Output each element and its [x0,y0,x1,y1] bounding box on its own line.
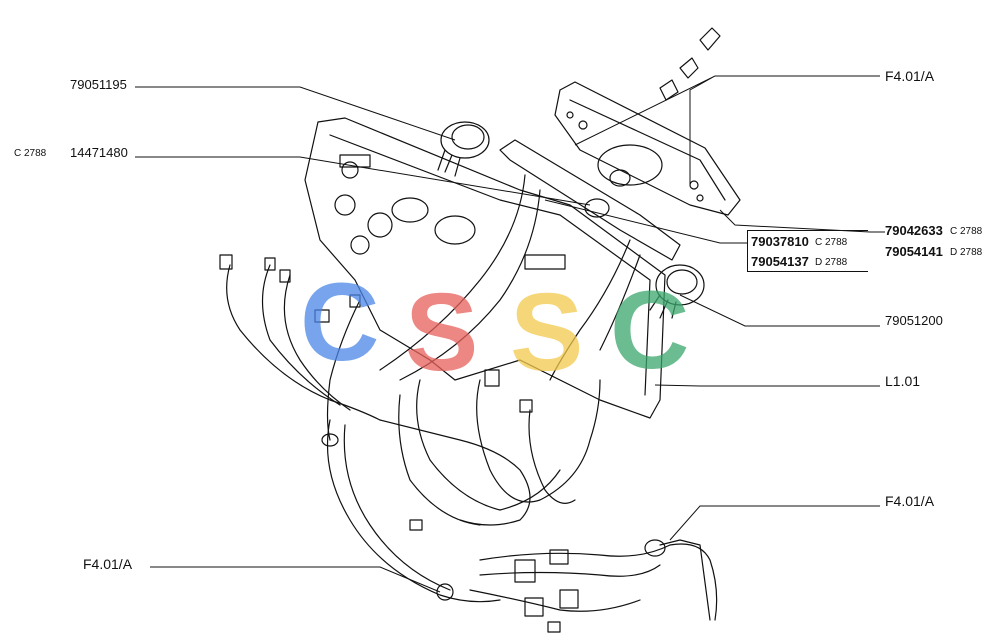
part-number-79037810: 79037810 [751,234,809,249]
leader-79051195 [135,86,456,141]
ref-f401a-right: F4.01/A [885,493,935,509]
gauge-right [655,264,705,306]
code-c2788-mid: C 2788 [815,237,848,248]
code-c2788-right: C 2788 [950,226,983,237]
watermark: C S S C [300,261,689,394]
leader-f401a-left [150,566,441,593]
leader-f401a-top [574,75,880,185]
cluster-housing [554,81,741,216]
leader-l101 [654,384,880,387]
code-d2788-mid: D 2788 [815,257,848,268]
ref-l101: L1.01 [885,373,921,389]
watermark-letter-2: S [405,271,478,394]
ref-f401a-top: F4.01/A [885,68,935,84]
watermark-letter-4: C [610,269,689,392]
code-c2788-left: C 2788 [14,148,47,159]
watermark-letter-3: S [510,271,583,394]
part-number-79054141: 79054141 [885,244,943,259]
part-number-14471480: 14471480 [70,145,128,160]
leader-79042633 [719,209,885,233]
part-number-79051195: 79051195 [70,77,127,92]
gauge-left [440,121,490,159]
watermark-letter-1: C [300,261,379,384]
leader-f401a-right [669,505,880,541]
ref-f401a-left: F4.01/A [83,556,133,572]
part-bracket [747,230,868,272]
leader-14471480 [135,156,591,206]
code-d2788-right: D 2788 [950,247,983,258]
leader-79037810 [544,199,748,244]
panel-gasket [499,139,681,261]
part-number-79054137: 79054137 [751,254,809,269]
leader-79051200 [679,294,880,327]
part-number-79042633: 79042633 [885,223,943,238]
part-number-79051200: 79051200 [885,313,943,328]
